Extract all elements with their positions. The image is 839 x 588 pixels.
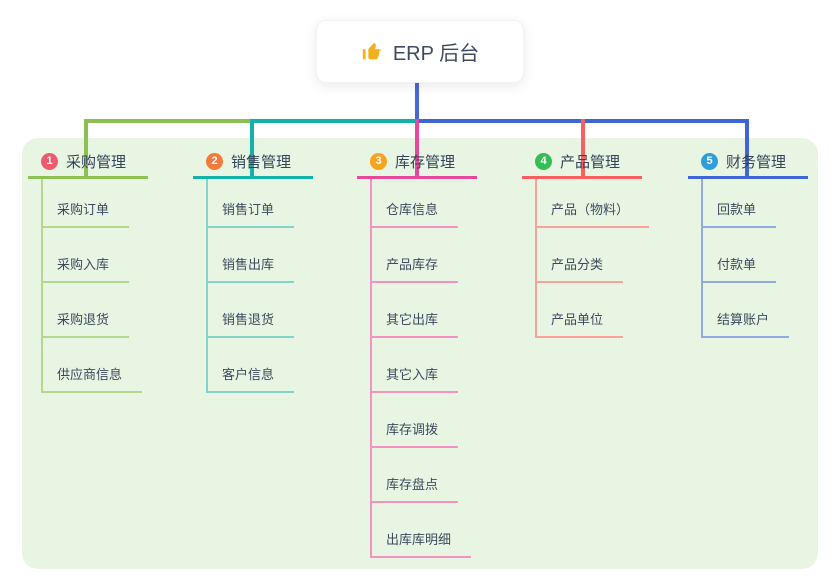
branch-items-sales: 销售订单 销售出库 销售退货 客户信息 [206, 179, 295, 393]
branch-header-sales[interactable]: 2 销售管理 [193, 146, 313, 179]
tree-item[interactable]: 回款单 [703, 179, 789, 228]
tree-item[interactable]: 销售退货 [208, 283, 295, 338]
branch-items-inventory: 仓库信息 产品库存 其它出库 其它入库 库存调拨 库存盘点 出库库明细 [370, 179, 472, 558]
root-title: ERP 后台 [392, 43, 480, 65]
branch-items-purchase: 采购订单 采购入库 采购退货 供应商信息 [41, 179, 143, 393]
tree-item[interactable]: 客户信息 [208, 338, 295, 393]
branch-badge: 5 [701, 152, 718, 170]
tree-item[interactable]: 产品单位 [537, 283, 649, 338]
branch-drop-line-inventory [415, 119, 419, 178]
root-connector-line [415, 81, 419, 121]
branch-drop-line-purchase [84, 119, 88, 178]
branch-header-product[interactable]: 4 产品管理 [522, 146, 642, 179]
tree-item[interactable]: 采购订单 [43, 179, 142, 228]
tree-item[interactable]: 产品分类 [537, 228, 649, 283]
tree-item[interactable]: 库存调拨 [372, 393, 471, 448]
root-node[interactable]: ERP 后台 [316, 20, 524, 83]
tree-item[interactable]: 产品库存 [372, 228, 471, 283]
tree-item[interactable]: 结算账户 [703, 283, 790, 338]
tree-item[interactable]: 采购退货 [43, 283, 142, 338]
branch-title: 财务管理 [726, 153, 787, 171]
branch-title: 产品管理 [560, 153, 621, 171]
branch-header-purchase[interactable]: 1 采购管理 [28, 146, 148, 179]
branch-badge: 2 [206, 152, 223, 170]
tree-item[interactable]: 其它入库 [372, 338, 471, 393]
tree-item[interactable]: 产品（物料） [537, 179, 650, 228]
tree-item[interactable]: 出库库明细 [372, 503, 472, 558]
branch-drop-line-product [581, 119, 585, 178]
tree-item[interactable]: 其它出库 [372, 283, 471, 338]
branch-title: 库存管理 [395, 153, 456, 171]
connector-segment-sales [250, 119, 419, 123]
branch-badge: 1 [41, 152, 58, 170]
tree-item[interactable]: 销售出库 [208, 228, 295, 283]
tree-item[interactable]: 销售订单 [208, 179, 295, 228]
thumbs-up-icon [361, 41, 383, 63]
background-panel [22, 138, 818, 569]
branch-badge: 3 [370, 152, 387, 170]
tree-item[interactable]: 供应商信息 [43, 338, 143, 393]
branch-header-finance[interactable]: 5 财务管理 [688, 146, 808, 179]
connector-segment-purchase [84, 119, 254, 123]
branch-badge: 4 [535, 152, 552, 170]
tree-item[interactable]: 库存盘点 [372, 448, 471, 503]
branch-title: 销售管理 [231, 153, 292, 171]
branch-items-finance: 回款单 付款单 结算账户 [701, 179, 790, 338]
branch-header-inventory[interactable]: 3 库存管理 [357, 146, 477, 179]
branch-title: 采购管理 [66, 153, 127, 171]
branch-items-product: 产品（物料） 产品分类 产品单位 [535, 179, 650, 338]
tree-item[interactable]: 付款单 [703, 228, 789, 283]
tree-item[interactable]: 仓库信息 [372, 179, 471, 228]
branch-drop-line-finance [745, 119, 749, 178]
tree-item[interactable]: 采购入库 [43, 228, 142, 283]
branch-drop-line-sales [250, 119, 254, 178]
